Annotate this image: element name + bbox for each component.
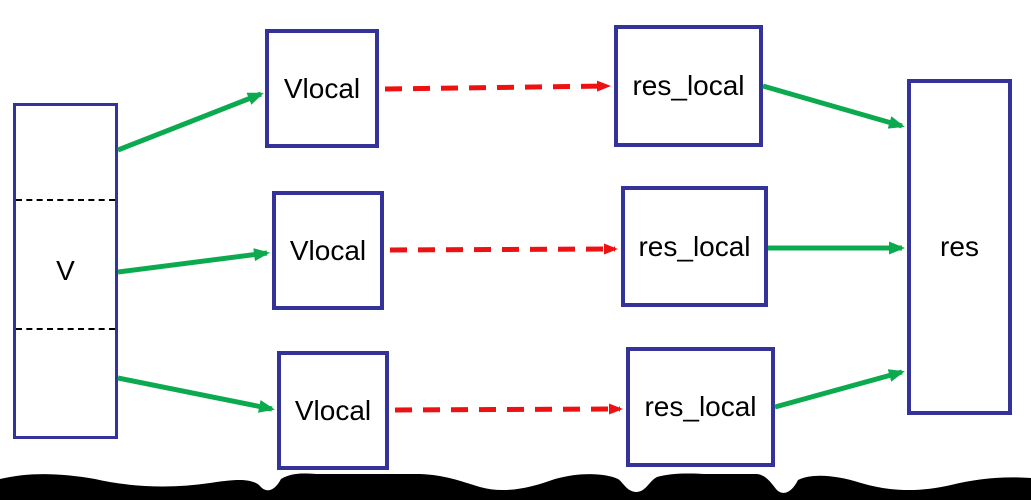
arrow-v-to-vlocal-2 <box>117 248 270 275</box>
node-vlocal-label: Vlocal <box>283 72 361 104</box>
node-v: V <box>13 103 118 439</box>
node-res-local-label: res_local <box>632 70 745 101</box>
node-vlocal-2: Vlocal <box>272 191 384 310</box>
v-partition-divider <box>16 328 115 330</box>
node-vlocal-label: Vlocal <box>289 234 367 266</box>
node-res-local-3: res_local <box>626 347 775 467</box>
arrow-res-local-3-to-res <box>774 369 905 410</box>
bottom-torn-edge-band <box>0 473 1031 500</box>
node-res-local-label: res_local <box>638 230 751 262</box>
v-partition-divider <box>16 199 115 201</box>
node-res-local-2: res_local <box>621 186 768 307</box>
node-vlocal-3: Vlocal <box>277 351 389 470</box>
arrow-vlocal-1-to-res-local-1 <box>384 80 611 92</box>
arrow-res-local-1-to-res <box>762 83 905 129</box>
arrow-vlocal-3-to-res-local-3 <box>394 403 623 415</box>
node-res-local-label: res_local <box>644 391 757 422</box>
node-res: res <box>907 79 1012 415</box>
node-vlocal-1: Vlocal <box>265 29 379 148</box>
node-vlocal-label: Vlocal <box>294 394 372 426</box>
node-res-label: res <box>940 231 979 262</box>
arrow-v-to-vlocal-3 <box>117 375 275 413</box>
node-res-local-1: res_local <box>614 25 763 147</box>
arrow-v-to-vlocal-1 <box>117 91 264 153</box>
node-v-label: V <box>56 255 75 286</box>
arrow-vlocal-2-to-res-local-2 <box>389 243 618 255</box>
